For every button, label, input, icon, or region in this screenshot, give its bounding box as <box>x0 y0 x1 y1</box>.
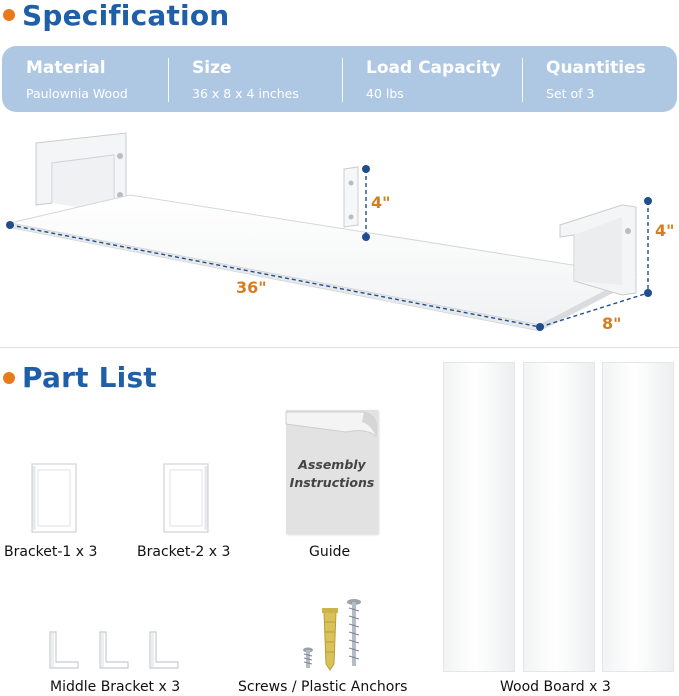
wood-board-label: Wood Board x 3 <box>500 679 611 695</box>
bracket-2-label: Bracket-2 x 3 <box>137 544 231 560</box>
shelf-illustration <box>6 132 652 332</box>
heading-bullet <box>3 9 15 21</box>
spec-capacity-label: Load Capacity <box>366 58 501 78</box>
dimension-height-right: 4" <box>655 221 675 240</box>
spec-quantities-value: Set of 3 <box>546 86 595 101</box>
middle-bracket <box>343 166 359 228</box>
middle-brackets-image <box>49 631 179 669</box>
dimension-lines <box>9 169 649 328</box>
long-screw-icon <box>347 599 361 666</box>
part-list-title: Part List <box>22 361 157 394</box>
guide-label: Guide <box>309 544 351 560</box>
shelf-board <box>9 194 638 332</box>
spec-bar: Material Paulownia Wood Size 36 x 8 x 4 … <box>2 46 677 112</box>
section-divider <box>0 347 679 348</box>
bracket-2-image <box>163 463 209 533</box>
dimension-depth: 8" <box>602 314 622 333</box>
spec-quantities-label: Quantities <box>546 58 646 78</box>
dimension-height-middle: 4" <box>371 193 391 212</box>
right-bracket <box>559 204 637 296</box>
screws-label: Screws / Plastic Anchors <box>238 679 408 695</box>
wood-board <box>443 362 515 672</box>
spec-divider <box>522 58 523 102</box>
bracket-1-image <box>31 463 77 533</box>
spec-size-label: Size <box>192 58 232 78</box>
dimension-length: 36" <box>236 278 267 297</box>
spec-material-label: Material <box>26 58 106 78</box>
dimension-endpoints <box>6 165 652 331</box>
bracket-1-label: Bracket-1 x 3 <box>4 544 98 560</box>
spec-capacity-value: 40 lbs <box>366 86 404 101</box>
screws-anchors-image <box>303 599 361 671</box>
heading-bullet <box>3 372 15 384</box>
spec-size-value: 36 x 8 x 4 inches <box>192 86 299 101</box>
spec-divider <box>168 58 169 102</box>
small-screw-icon <box>303 647 313 668</box>
middle-bracket-label: Middle Bracket x 3 <box>50 679 181 695</box>
page-curl-icon <box>285 411 378 437</box>
plastic-anchor-icon <box>322 608 338 671</box>
wood-board <box>523 362 595 672</box>
specification-title: Specification <box>22 0 230 32</box>
guide-title-line2: Instructions <box>289 475 375 490</box>
spec-material-value: Paulownia Wood <box>26 86 128 101</box>
left-bracket <box>35 132 127 214</box>
guide-title-line1: Assembly <box>298 457 366 472</box>
spec-divider <box>342 58 343 102</box>
wood-board <box>602 362 674 672</box>
